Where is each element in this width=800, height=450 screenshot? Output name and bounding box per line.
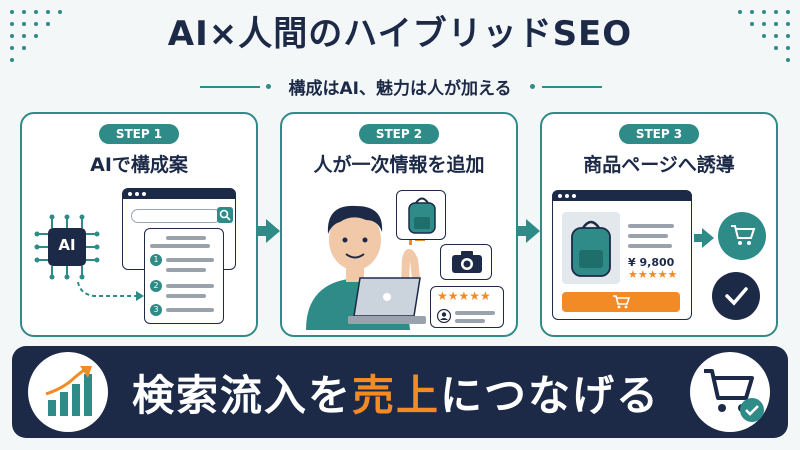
check-icon — [745, 405, 759, 416]
review-line — [455, 319, 485, 323]
cart-icon — [613, 295, 630, 309]
flow-arrow-2-body — [518, 226, 528, 236]
user-icon — [437, 309, 451, 323]
review-card: ★★★★★ — [430, 286, 504, 328]
list-line — [166, 258, 214, 262]
flow-arrow-1 — [266, 219, 280, 243]
growth-chart-icon — [45, 366, 92, 416]
subtitle-line-left — [200, 86, 260, 88]
check-circle — [712, 272, 760, 320]
product-desc-line — [628, 244, 672, 248]
list-number: 1 — [150, 254, 162, 266]
search-icon[interactable] — [217, 207, 233, 223]
cart-arrow — [702, 228, 714, 248]
review-line — [455, 311, 495, 315]
ai-chip-label: AI — [58, 236, 76, 254]
add-to-cart-button[interactable] — [562, 292, 680, 312]
backpack-icon — [408, 197, 436, 234]
browser-titlebar — [123, 189, 235, 199]
product-price: ¥ 9,800 — [628, 256, 675, 269]
bottom-message: 検索流入を売上につなげる — [132, 362, 660, 423]
cart-circle — [718, 212, 766, 260]
bottom-text-highlight: 売上 — [352, 371, 441, 420]
backpack-product-icon — [571, 220, 611, 277]
laptop-icon — [348, 277, 426, 324]
list-line — [166, 308, 214, 312]
ai-chip-icon — [34, 214, 100, 280]
backpack-card — [396, 190, 446, 240]
list-line — [166, 236, 206, 240]
star-icon: ★★★★★ — [437, 289, 491, 303]
dot-grid-decoration-left — [10, 10, 62, 62]
subtitle-dot-right — [530, 84, 535, 89]
step1-title: AIで構成案 — [90, 154, 188, 176]
bottom-banner — [12, 346, 788, 438]
cart-icon — [731, 225, 756, 245]
page-subtitle: 構成はAI、魅力は人が加える — [288, 79, 512, 99]
list-line — [150, 244, 210, 248]
step3-badge: STEP 3 — [619, 124, 699, 144]
subtitle-dot-left — [266, 84, 271, 89]
product-desc-line — [628, 224, 674, 228]
list-line — [166, 294, 206, 298]
step2-title: 人が一次情報を追加 — [313, 154, 485, 176]
flow-arrow-1-body — [258, 226, 268, 236]
camera-card — [440, 244, 492, 280]
step3-title: 商品ページへ誘導 — [583, 154, 735, 176]
dashed-arrow-icon — [77, 281, 144, 301]
list-line — [166, 268, 206, 272]
cart-arrow-body — [694, 234, 704, 242]
page-title: AI×人間のハイブリッドSEO — [167, 14, 633, 54]
flow-arrow-2 — [526, 219, 540, 243]
list-line — [166, 284, 214, 288]
product-window-titlebar — [553, 191, 691, 201]
list-number: 3 — [150, 304, 162, 316]
list-number: 2 — [150, 280, 162, 292]
bottom-text-before: 検索流入を — [132, 371, 353, 420]
search-bar[interactable] — [131, 209, 221, 223]
subtitle-wrap: 構成はAI、魅力は人が加える — [0, 74, 800, 99]
check-badge — [740, 398, 764, 422]
subtitle-line-right — [542, 86, 602, 88]
check-icon — [725, 287, 748, 306]
bottom-text-after: につなげる — [440, 371, 661, 420]
camera-icon — [452, 251, 482, 273]
step1-badge: STEP 1 — [99, 124, 179, 144]
dot-grid-decoration-right — [738, 10, 790, 62]
step2-badge: STEP 2 — [359, 124, 439, 144]
product-desc-line — [628, 234, 668, 238]
product-rating-stars: ★★★★★ — [628, 268, 678, 281]
